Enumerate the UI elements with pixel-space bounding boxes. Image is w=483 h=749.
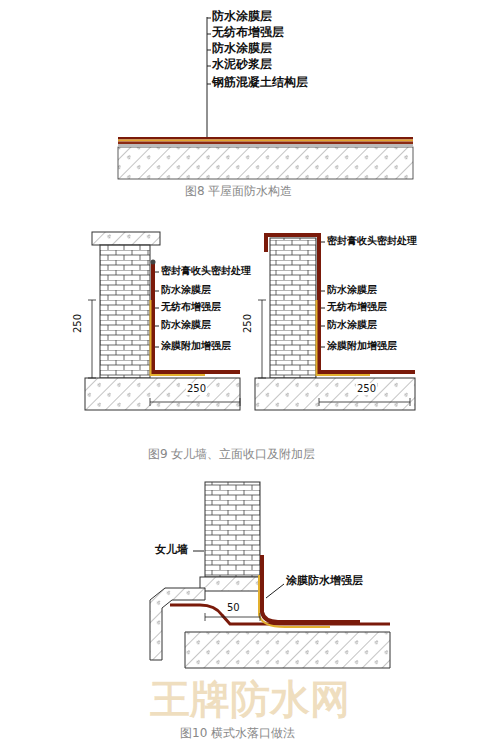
layer-label: 防水涂膜层 xyxy=(161,284,211,296)
layer-label: 防水涂膜层 xyxy=(327,319,377,331)
layer-label: 密封膏收头密封处理 xyxy=(161,265,251,277)
layer-label: 钢筋混凝土结构层 xyxy=(212,76,308,90)
dimension: 250 xyxy=(242,314,254,333)
dimension: 50 xyxy=(226,602,241,614)
figure-caption: 图9 女儿墙、立面收口及附加层 xyxy=(148,448,315,462)
layer-label: 防水涂膜层 xyxy=(327,284,377,296)
layer-label: 无纺布增强层 xyxy=(327,301,387,313)
dimension: 250 xyxy=(72,314,84,333)
figure-caption: 图10 横式水落口做法 xyxy=(180,727,295,741)
parapet-detail-right xyxy=(255,235,415,410)
layer-label: 密封膏收头密封处理 xyxy=(327,235,417,247)
layer-label: 无纺布增强层 xyxy=(212,26,284,40)
layer-label: 防水涂膜层 xyxy=(212,42,272,56)
layer-label: 水泥砂浆层 xyxy=(212,58,272,72)
dimension: 250 xyxy=(356,383,377,395)
figure-caption: 图8 平屋面防水构造 xyxy=(185,185,292,199)
layer-label: 防水涂膜层 xyxy=(161,319,211,331)
parapet-detail-left xyxy=(85,232,240,410)
layer-label: 防水涂膜层 xyxy=(212,10,272,24)
part-label: 涂膜防水增强层 xyxy=(286,575,363,588)
scupper-detail xyxy=(150,482,390,668)
dimension: 250 xyxy=(186,383,207,395)
layer-label: 涂膜附加增强层 xyxy=(327,340,397,352)
part-label: 女儿墙 xyxy=(155,544,188,557)
layer-label: 涂膜附加增强层 xyxy=(161,340,231,352)
layer-label: 无纺布增强层 xyxy=(161,301,221,313)
watermark: 王牌防水网 xyxy=(150,676,350,722)
flat-roof-section xyxy=(118,17,413,179)
